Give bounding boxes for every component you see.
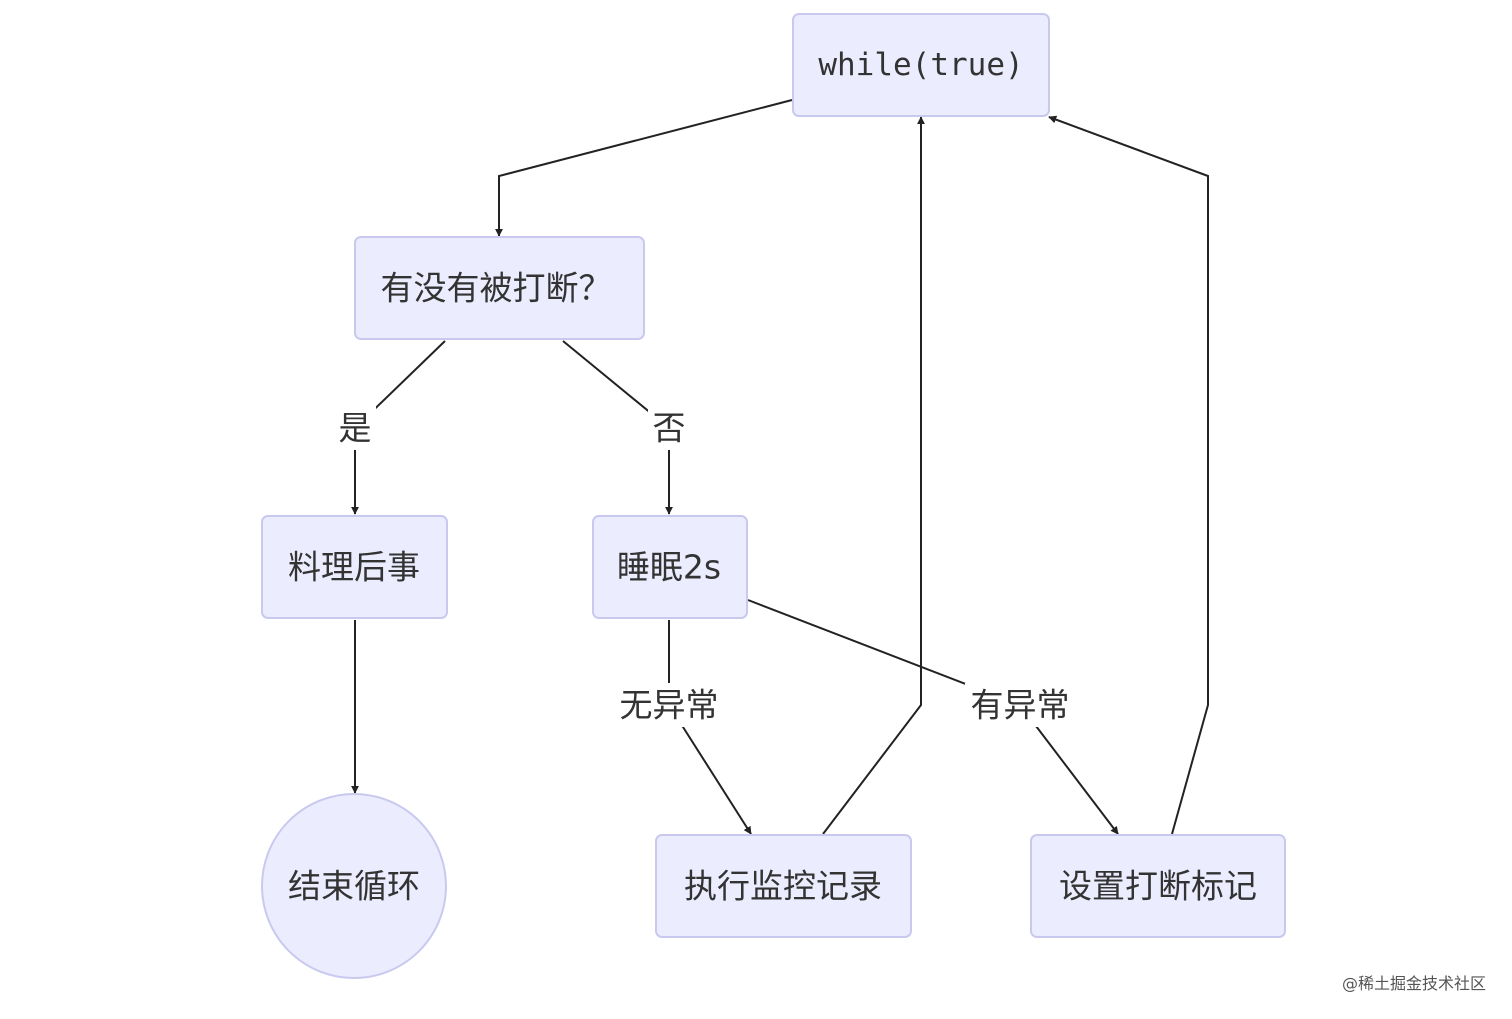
node-monitor[interactable]: 执行监控记录 xyxy=(655,834,912,938)
edge-labels: 是 否 无异常 有异常 xyxy=(334,406,1075,727)
edge-label-yes: 是 xyxy=(334,406,376,450)
node-cleanup-label: 料理后事 xyxy=(288,548,420,587)
edge-label-has-exception-text: 有异常 xyxy=(971,686,1070,725)
nodes: while(true) 有没有被打断？ 料理后事 睡眠2s 结束循环 执行监控记… xyxy=(261,13,1286,979)
edge-loop-to-check xyxy=(495,99,793,237)
edge-label-no: 否 xyxy=(648,406,690,450)
watermark: @稀土掘金技术社区 xyxy=(1342,974,1486,993)
edge-monitor-to-loop xyxy=(822,116,925,835)
edges xyxy=(351,99,1209,835)
edge-label-no-text: 否 xyxy=(653,409,686,448)
node-while-true[interactable]: while(true) xyxy=(792,13,1050,117)
node-sleep-label: 睡眠2s xyxy=(617,548,721,587)
node-sleep[interactable]: 睡眠2s xyxy=(592,515,748,619)
edge-setflag-to-loop xyxy=(1048,115,1209,835)
node-check-interrupt-label: 有没有被打断？ xyxy=(381,269,612,308)
edge-label-no-exception-text: 无异常 xyxy=(620,686,719,725)
node-set-flag-label: 设置打断标记 xyxy=(1059,867,1257,906)
node-check-interrupt[interactable]: 有没有被打断？ xyxy=(354,236,645,340)
edge-label-yes-text: 是 xyxy=(339,409,372,448)
edge-label-has-exception: 有异常 xyxy=(965,683,1075,727)
node-end-loop[interactable]: 结束循环 xyxy=(261,793,447,979)
edge-label-no-exception: 无异常 xyxy=(614,683,724,727)
node-monitor-label: 执行监控记录 xyxy=(684,867,882,906)
node-cleanup[interactable]: 料理后事 xyxy=(261,515,448,619)
node-while-true-label: while(true) xyxy=(818,47,1023,83)
node-end-loop-label: 结束循环 xyxy=(288,867,420,906)
node-set-flag[interactable]: 设置打断标记 xyxy=(1030,834,1286,938)
